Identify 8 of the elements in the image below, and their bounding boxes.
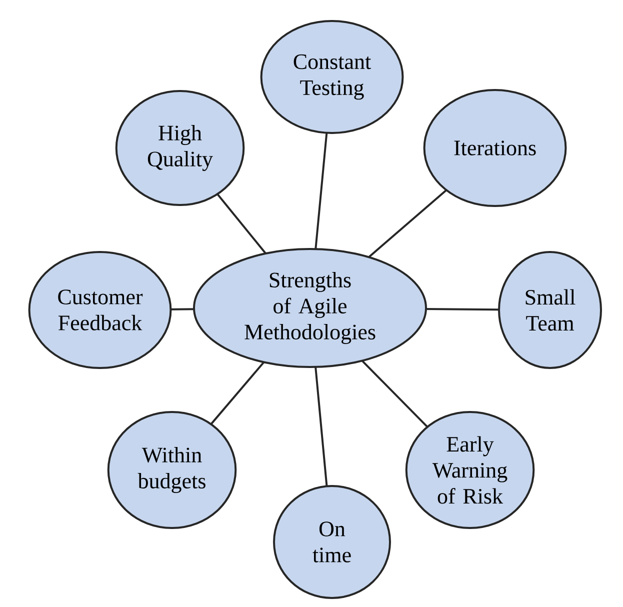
connector-line	[368, 189, 447, 258]
connector-line	[361, 360, 428, 428]
connector-line	[170, 308, 194, 310]
connector-line	[216, 193, 266, 254]
connector-line	[314, 366, 328, 486]
connector-line	[210, 362, 265, 425]
connector-line	[314, 132, 328, 250]
connector-line	[426, 308, 500, 311]
